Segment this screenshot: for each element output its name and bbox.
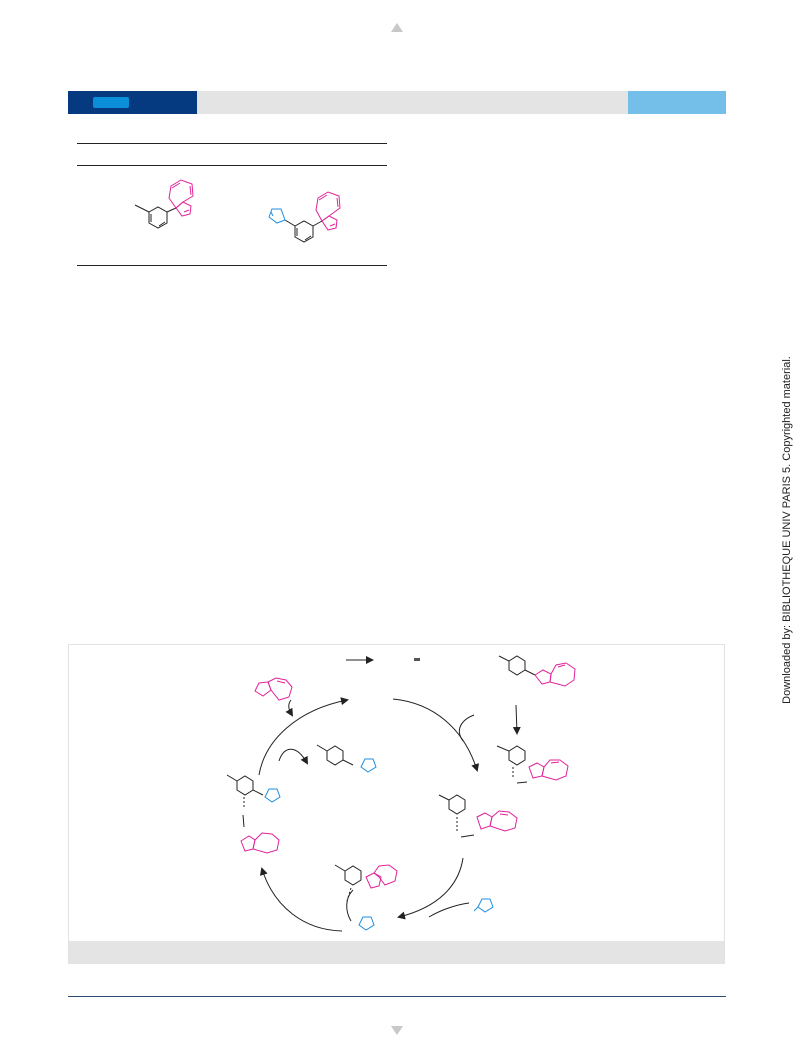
released-indole: [254, 677, 293, 701]
structure-tolyl-indole: [134, 179, 194, 229]
product-tolyl-pyrrole: [316, 744, 377, 773]
arrow-bottom-left: [259, 867, 343, 932]
table-bottom-rule: [77, 265, 387, 266]
intermediate-right-upper: [496, 745, 569, 784]
arrow-inner-bottom: [346, 889, 354, 922]
arrow-substrate-in: [459, 714, 475, 742]
arrow-down-right: [512, 704, 521, 735]
arrow-indole-out: [285, 699, 294, 717]
table-header-bar: [68, 91, 726, 114]
substrate-top-right: [498, 655, 576, 687]
pyrrole-reagent: [473, 898, 494, 913]
scheme-drawing: [226, 655, 576, 932]
table-top-rule: [77, 143, 387, 144]
intermediate-left: [226, 774, 281, 854]
footer-rule: [68, 996, 726, 997]
arrow-product-out: [278, 748, 308, 765]
scheme-caption-bar: [69, 941, 724, 963]
catalytic-cycle-scheme: [68, 644, 725, 964]
table-label-pill: [93, 97, 129, 108]
arrow-bottom-right: [397, 857, 464, 920]
arrow-top-left: [258, 697, 349, 776]
structure-pyrrole-indole: [268, 191, 341, 243]
table-header-rule: [77, 165, 387, 166]
intermediate-bottom: [334, 864, 398, 931]
download-notice: Downloaded by: BIBLIOTHEQUE UNIV PARIS 5…: [781, 356, 793, 704]
arrow-pyrrole-in: [428, 902, 470, 918]
page-down-arrow-icon[interactable]: [391, 1026, 403, 1035]
arrow-top-right: [392, 698, 479, 772]
reagent-dash: [414, 658, 420, 661]
page-up-arrow-icon[interactable]: [391, 23, 403, 32]
cycle-arrows: [258, 656, 521, 932]
table-label-block: [68, 91, 197, 114]
table-header-accent: [628, 91, 726, 114]
intermediate-right-lower: [438, 794, 518, 838]
